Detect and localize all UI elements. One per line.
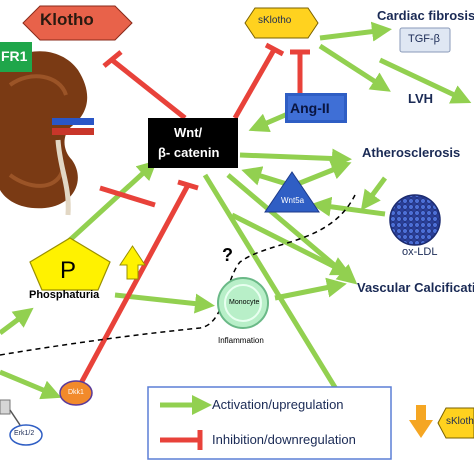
renal-vein (52, 118, 94, 125)
arrow-wnt-atherosclerosis (239, 148, 352, 169)
arrow-angii-wnt (248, 110, 291, 133)
legend-inhibition-label: Inhibition/downregulation (212, 432, 356, 447)
dkk1-node (59, 380, 93, 406)
dashed-pathway (0, 194, 356, 356)
inhibition-lines (77, 42, 310, 387)
activation-arrows (0, 21, 472, 426)
inflammation-label: Inflammation (218, 336, 264, 345)
klotho-hexagon (22, 5, 133, 41)
wnt-beta-catenin-box (148, 118, 238, 168)
cardiac-fibrosis-label: Cardiac fibrosis (377, 8, 474, 23)
arrow-oxldl-atherosclerosis (360, 176, 388, 211)
klotho-label: Klotho (40, 10, 94, 29)
tgf-beta-box (399, 27, 451, 53)
arrow-sklotho-lvh (318, 43, 391, 92)
fgfr1-label: FR1 (1, 48, 28, 64)
arrow-monocyte-vascular (274, 277, 347, 301)
inhibit-wnt-sklotho (232, 46, 278, 120)
atherosclerosis-label: Atherosclerosis (362, 145, 461, 160)
inhibit-wnt-klotho (110, 58, 187, 120)
erk-label: Erk1/2 (14, 430, 35, 437)
arrow-oxldl-wnt5a (311, 196, 386, 217)
wnt-label-line2: β- catenin (158, 145, 220, 160)
wnt-label-line1: Wnt/ (174, 125, 203, 140)
wnt5a-triangle (264, 171, 320, 213)
dkk1-label: Dkk1 (68, 389, 84, 396)
ang-ii-label: Ang-II (290, 100, 330, 116)
arrow-left-to-dkk1 (0, 369, 62, 400)
phosphaturia-label: Phosphaturia (29, 289, 100, 301)
legend-box (147, 386, 392, 460)
ox-ldl-label: ox-LDL (402, 246, 438, 258)
renal-artery (52, 128, 94, 135)
tgf-beta-label: TGF-β (408, 33, 440, 45)
monocyte-label: Monocyte (229, 299, 260, 306)
kidney-illustration (0, 51, 94, 216)
phosphate-label: P (60, 257, 77, 284)
sklotho-top-label: sKlotho (258, 15, 292, 26)
wnt5a-label: Wnt5a (281, 196, 305, 205)
arrow-to-right-edge (378, 57, 472, 104)
inhibit-dkk1-wnt (77, 183, 191, 387)
fgfr1-box (0, 42, 32, 72)
arrow-wnt5a-wnt (241, 166, 291, 188)
arrow-question-vascular (230, 212, 352, 276)
phosphate-pentagon (29, 237, 111, 291)
sklotho-top-hexagon (244, 7, 319, 39)
erk-node (9, 424, 43, 446)
increase-arrow-icon (119, 245, 146, 280)
vascular-calcification-label: Vascular Calcificati (357, 280, 474, 295)
sklotho-bottom-label: sKlotho (446, 416, 474, 427)
lvh-label: LVH (408, 91, 434, 106)
legend-activation-label: Activation/upregulation (212, 397, 344, 412)
decrease-arrow-icon (409, 405, 433, 438)
question-mark: ? (222, 245, 233, 265)
ureter (55, 139, 71, 216)
arrow-wnt5a-atherosclerosis (294, 160, 352, 188)
arrow-sklotho-cardiac (319, 21, 392, 42)
ox-ldl-particle (389, 194, 441, 246)
sklotho-bottom-hexagon (437, 407, 474, 439)
arrow-left-to-phosphate (0, 307, 34, 335)
